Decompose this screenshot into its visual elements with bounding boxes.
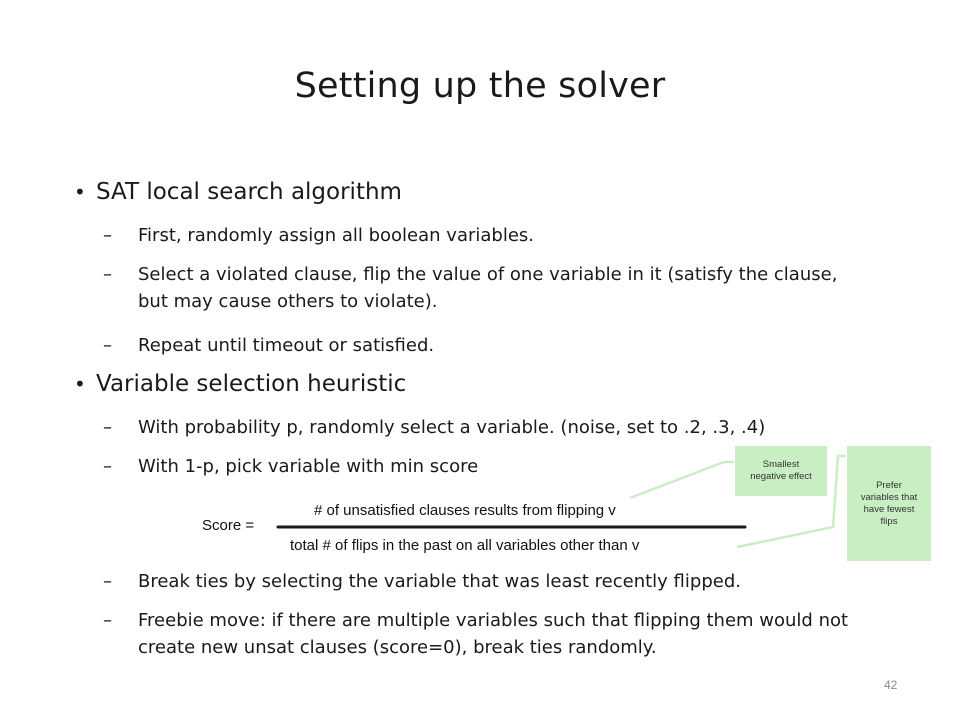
dash: –: [103, 610, 112, 631]
slide-title: Setting up the solver: [294, 66, 666, 106]
page-number: 42: [884, 678, 898, 692]
dash: –: [103, 456, 112, 477]
callout-connector-right: [736, 454, 846, 549]
dash: –: [103, 264, 112, 285]
sub-item-text: Select a violated clause, flip the value…: [138, 264, 838, 312]
bullet-text: SAT local search algorithm: [96, 179, 402, 205]
callout-prefer-fewest-flips: Prefer variables that have fewest flips: [847, 446, 931, 561]
formula-denominator: total # of flips in the past on all vari…: [290, 537, 640, 554]
callout-smallest-negative-effect: Smallest negative effect: [735, 446, 827, 496]
dash: –: [103, 571, 112, 592]
sub-item-text: Repeat until timeout or satisfied.: [138, 335, 435, 356]
dash: –: [103, 417, 112, 438]
sub-item-text: With 1-p, pick variable with min score: [138, 456, 479, 477]
callout-text: Prefer variables that have fewest flips: [860, 479, 918, 527]
sub-item-text: Break ties by selecting the variable tha…: [138, 571, 741, 592]
formula-label: Score =: [202, 517, 255, 534]
dash: –: [103, 225, 112, 246]
callout-text: Smallest negative effect: [750, 459, 812, 482]
sub-item-text: Freebie move: if there are multiple vari…: [138, 610, 849, 658]
formula-numerator: # of unsatisfied clauses results from fl…: [314, 502, 616, 519]
callout-connector-left: [629, 460, 734, 500]
bullet-dot: •: [74, 180, 86, 204]
sub-item-text: First, randomly assign all boolean varia…: [138, 225, 535, 246]
bullet-dot: •: [74, 372, 86, 396]
bullet-text: Variable selection heuristic: [96, 371, 407, 397]
sub-item-text: With probability p, randomly select a va…: [138, 417, 766, 438]
dash: –: [103, 335, 112, 356]
